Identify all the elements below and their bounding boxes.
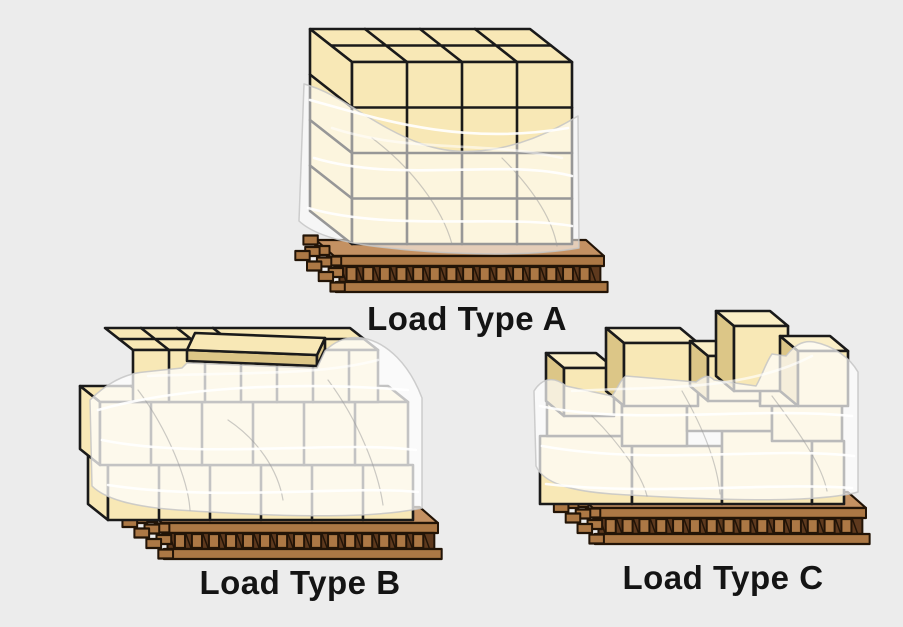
- load-type-b-label: Load Type B: [199, 564, 401, 601]
- load-type-a-label: Load Type A: [367, 300, 567, 337]
- stretch-wrap-film-b: [89, 336, 423, 517]
- stretch-wrap-film-a: [298, 83, 580, 255]
- stretch-wrap-film-c: [533, 340, 859, 501]
- pallet-load-b-illustration: [78, 326, 443, 561]
- pallet-load-c-illustration: [533, 309, 871, 546]
- load-type-c-label: Load Type C: [622, 559, 824, 596]
- overhanging-slab: [185, 331, 327, 368]
- pallet-load-a-illustration: [294, 27, 609, 294]
